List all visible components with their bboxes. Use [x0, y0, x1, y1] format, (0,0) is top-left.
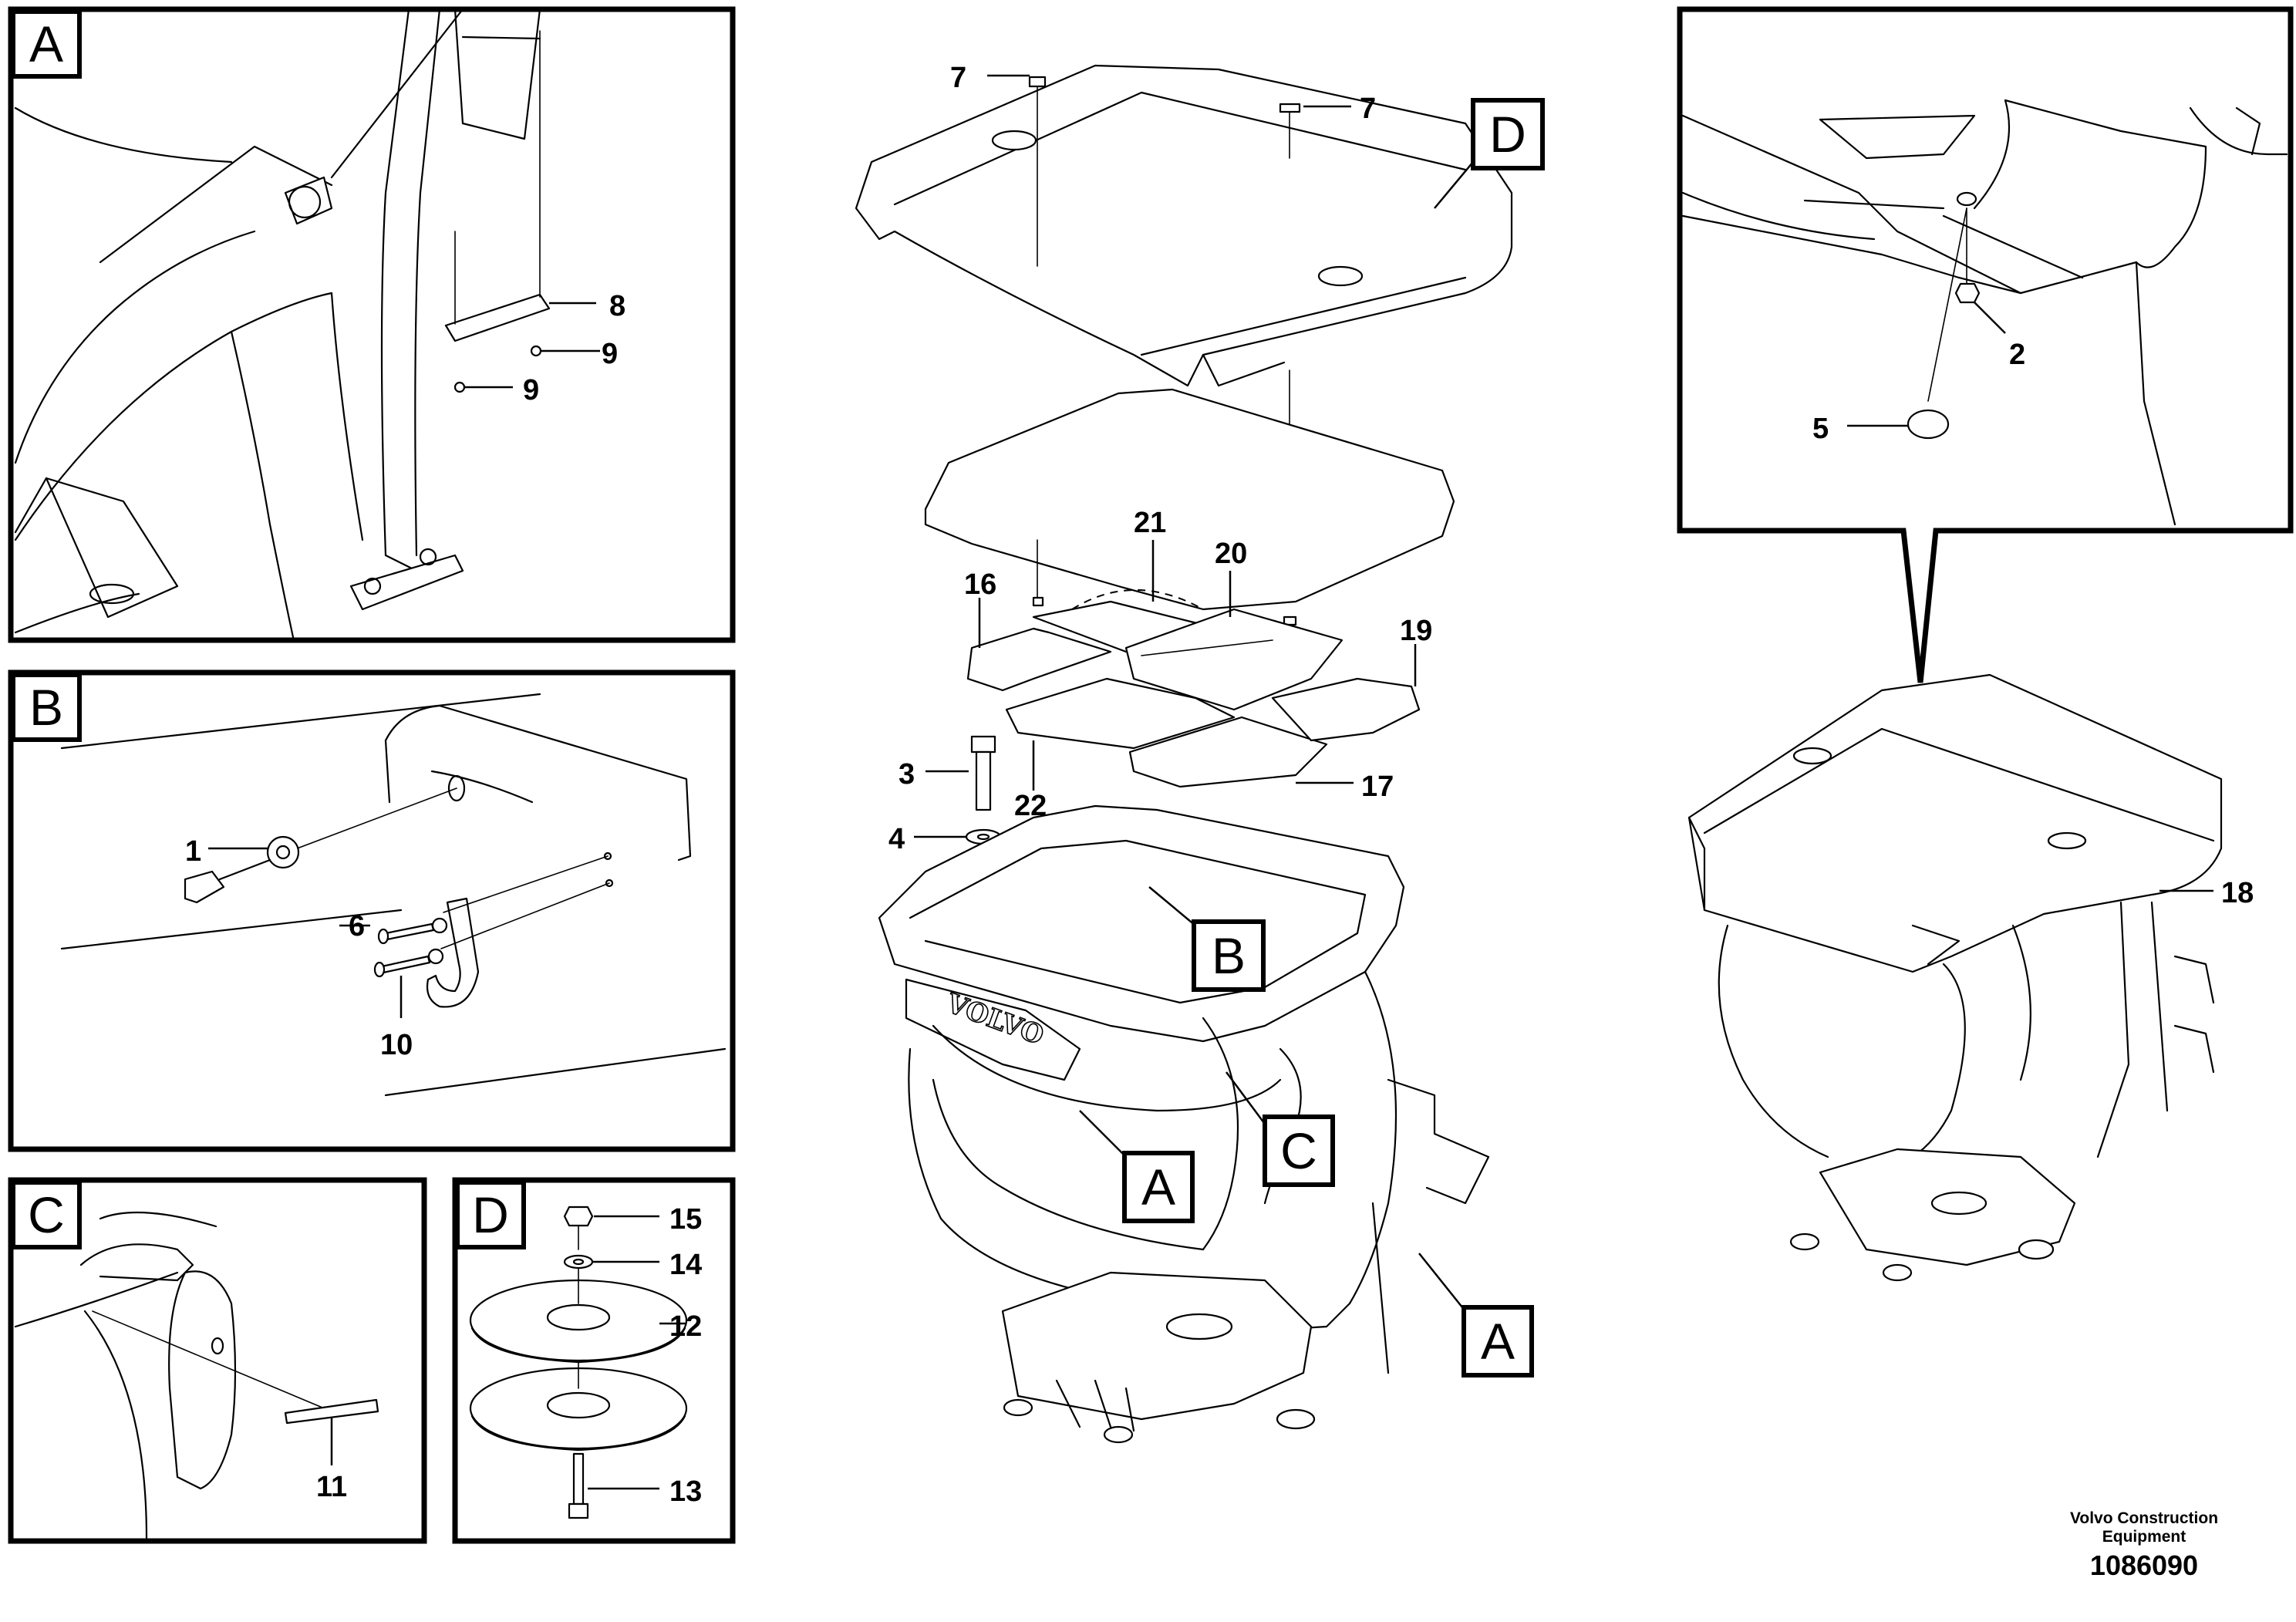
callout-12: 12: [669, 1310, 702, 1343]
callout-6: 6: [349, 910, 365, 943]
callout-21: 21: [1134, 507, 1166, 539]
drawing-number: 1086090: [2090, 1549, 2198, 1581]
panel-c-label: C: [28, 1186, 65, 1243]
detail-panel-c: C 11: [8, 1177, 427, 1544]
callout-20: 20: [1215, 538, 1247, 570]
panel-b-label: B: [29, 679, 63, 736]
callout-17: 17: [1361, 771, 1394, 803]
zoom-detail-panel: 2 5: [1677, 6, 2294, 683]
callout-13: 13: [669, 1475, 702, 1508]
callout-16: 16: [964, 568, 996, 601]
callout-10: 10: [380, 1029, 413, 1061]
ref-a-label: A: [1141, 1158, 1175, 1216]
callout-7: 7: [950, 62, 966, 94]
assembled-view: 18: [1687, 673, 2254, 1282]
ref-c-label: C: [1280, 1122, 1317, 1179]
panel-d-label: D: [472, 1186, 509, 1243]
callout-15: 15: [669, 1203, 702, 1236]
detail-panel-d: D 15 14 12 13: [452, 1177, 736, 1544]
callout-9: 9: [602, 338, 618, 370]
callout-14: 14: [669, 1249, 702, 1281]
callout-2: 2: [2009, 339, 2025, 371]
title-block: Volvo Construction Equipment 1086090: [2070, 1509, 2218, 1581]
panel-a-label: A: [29, 15, 63, 73]
callout-5: 5: [1812, 413, 1829, 445]
callout-18: 18: [2221, 877, 2254, 909]
callout-19: 19: [1400, 615, 1432, 647]
company-name-line1: Volvo Construction: [2070, 1509, 2218, 1527]
detail-panel-a: A 8 9 9: [8, 6, 736, 643]
callout-9: 9: [523, 374, 539, 406]
exploded-view: 7 7 D 21 20 16 19 22 17: [855, 62, 1545, 1444]
callout-8: 8: [609, 290, 625, 322]
callout-11: 11: [316, 1471, 347, 1503]
ref-a-label: A: [1481, 1313, 1515, 1370]
detail-panel-b: B 1 6 10: [8, 669, 736, 1152]
company-name-line2: Equipment: [2102, 1528, 2186, 1546]
ref-b-label: B: [1212, 927, 1246, 984]
callout-7: 7: [1360, 93, 1376, 125]
callout-4: 4: [888, 823, 905, 855]
callout-3: 3: [899, 758, 915, 791]
ref-d-label: D: [1489, 106, 1526, 163]
callout-1: 1: [185, 835, 201, 868]
